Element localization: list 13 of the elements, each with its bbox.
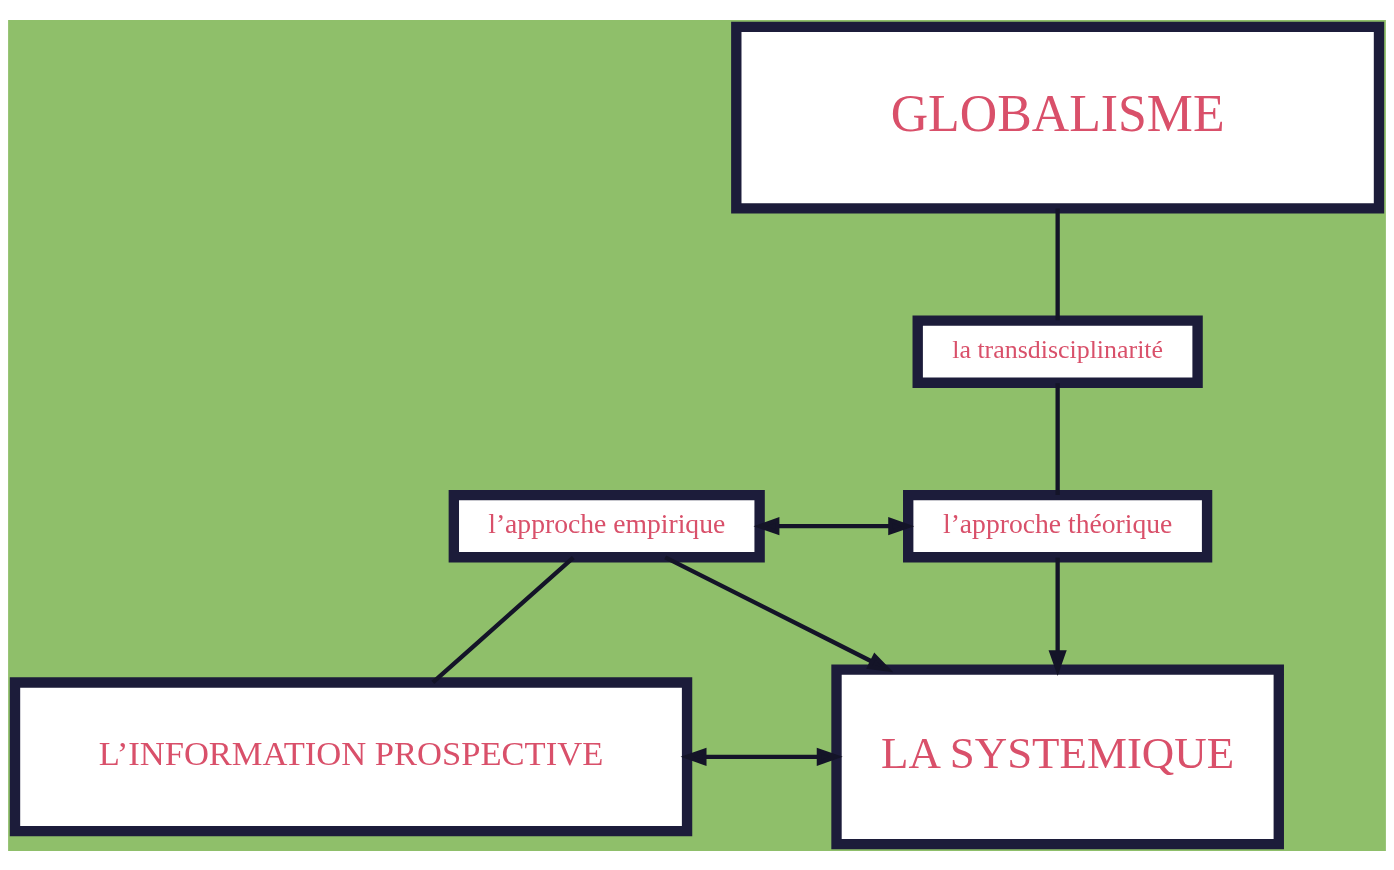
arrow	[680, 747, 843, 766]
connector	[1055, 208, 1060, 320]
arrow	[664, 554, 894, 672]
node-box: GLOBALISME	[731, 21, 1385, 213]
node-box: LA SYSTEMIQUE	[831, 663, 1284, 849]
node-box: l’approche théorique	[903, 489, 1213, 562]
node-box: la transdisciplinarité	[912, 314, 1203, 388]
connector	[1055, 382, 1060, 495]
node-box: L’INFORMATION PROSPECTIVE	[9, 676, 693, 836]
arrow	[1048, 557, 1067, 676]
arrow	[753, 516, 915, 535]
node-box: l’approche empirique	[448, 489, 765, 562]
connector	[431, 555, 575, 684]
